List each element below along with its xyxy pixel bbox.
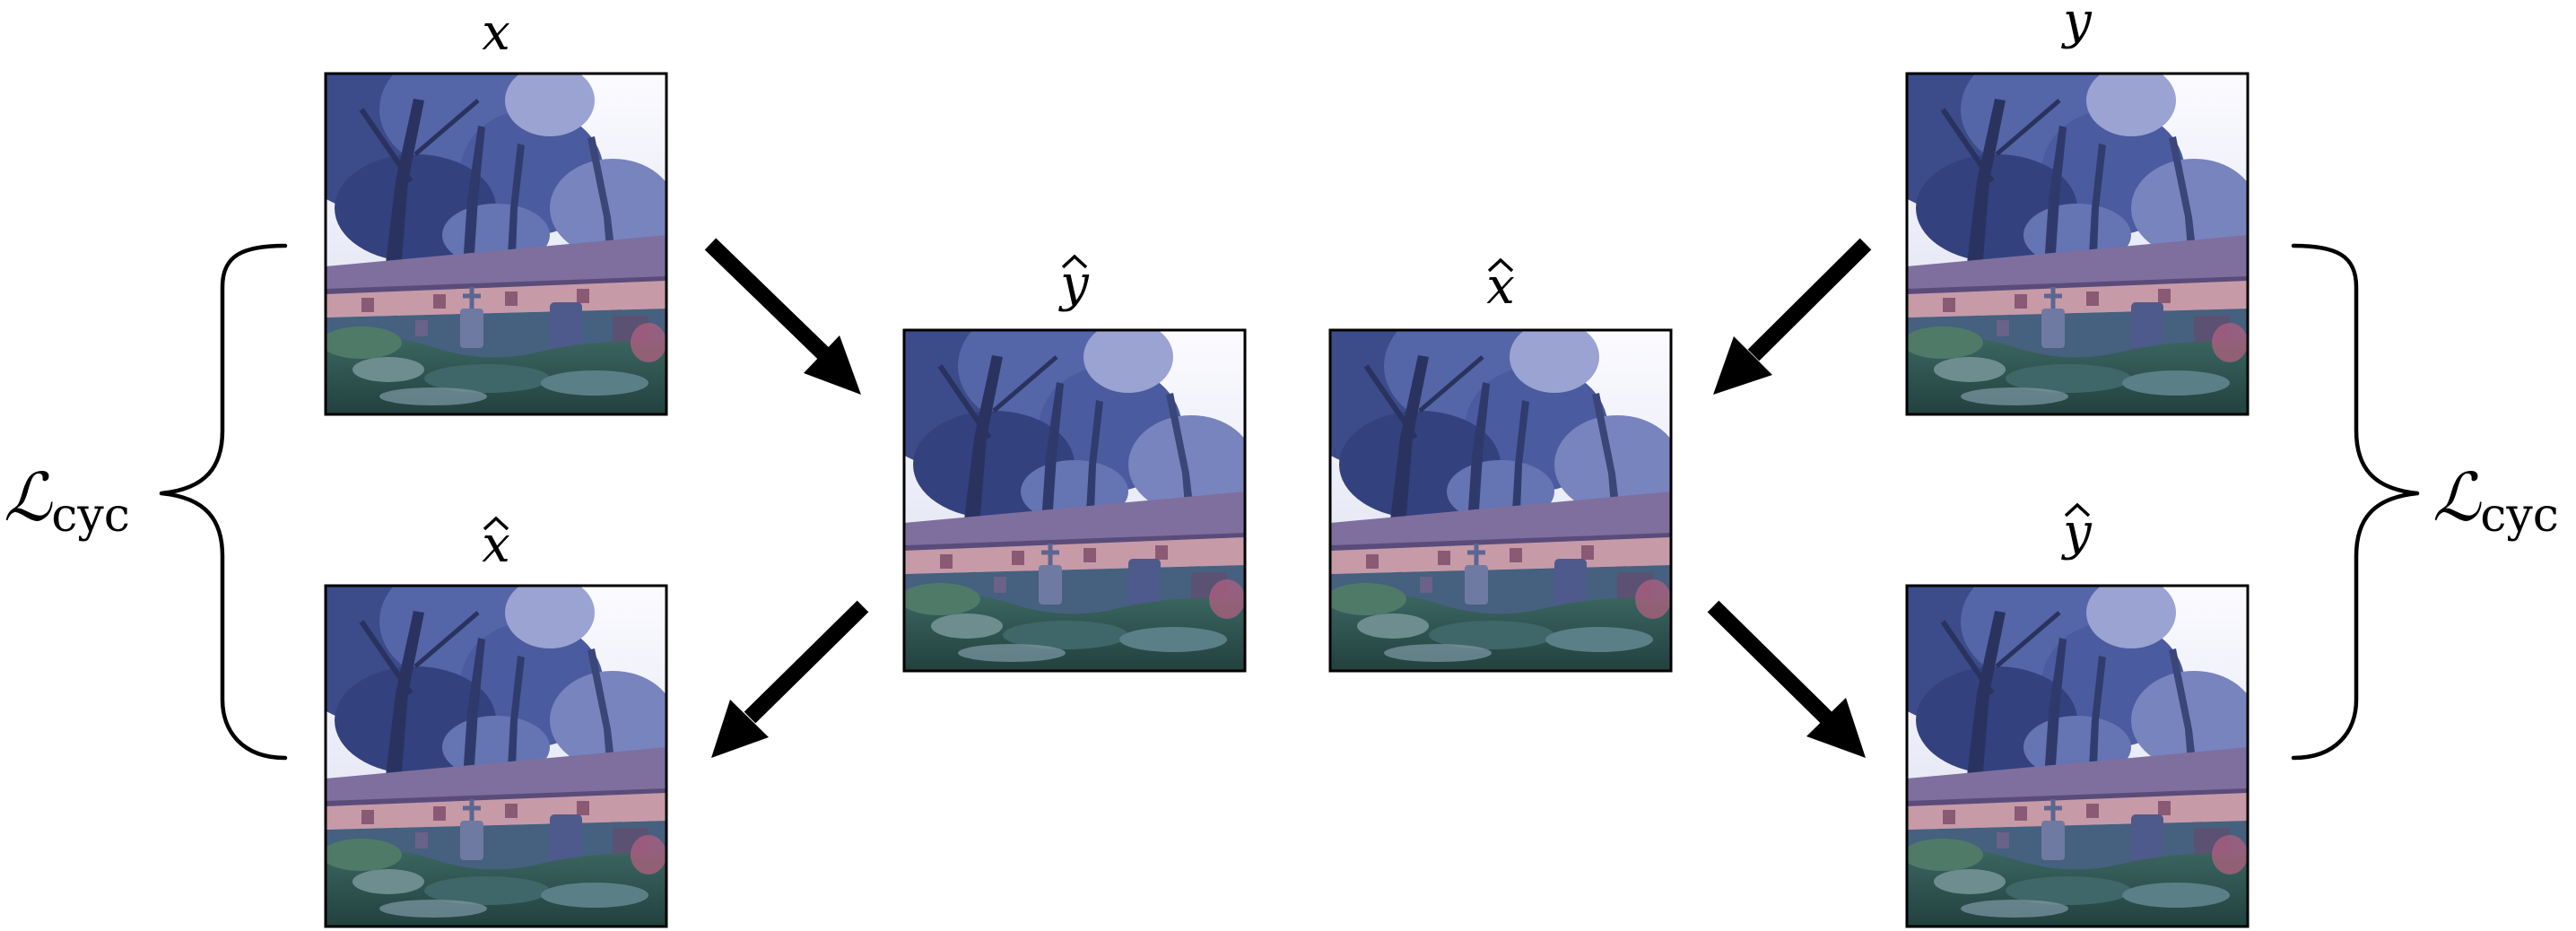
arrow-x-to-yhat (704, 238, 861, 395)
label-text: y (2060, 503, 2093, 561)
label-y-input: y (2060, 0, 2093, 50)
label-text: y (1057, 255, 1090, 313)
loss-symbol: ℒ (2432, 459, 2482, 536)
brace-right (2293, 246, 2417, 758)
tile-y-reconstruction (1862, 554, 2257, 927)
label-text: x (482, 4, 510, 62)
label-x-input: x (482, 4, 510, 62)
tile-y-translated (859, 299, 1254, 671)
hat-accent (2064, 502, 2091, 518)
svg-text:ℒcyc: ℒcyc (4, 459, 130, 543)
label-text: y (2060, 0, 2093, 50)
label-text: x (482, 516, 510, 574)
label-text: x (1486, 257, 1515, 316)
arrow-y-to-xhat (1713, 238, 1872, 395)
label-x-translated: x (1486, 257, 1515, 316)
label-y-reconstruction: y (2060, 502, 2093, 561)
hat-accent (1487, 257, 1514, 273)
arrow-xhat-to-yhat (1707, 600, 1866, 758)
svg-text:ℒcyc: ℒcyc (2432, 459, 2559, 543)
loss-symbol: ℒ (4, 459, 53, 536)
tile-x-reconstruction (281, 554, 675, 927)
brace-left (161, 246, 285, 758)
tile-x-translated (1285, 299, 1680, 671)
loss-subscript: cyc (2480, 489, 2559, 543)
label-y-translated: y (1057, 254, 1090, 313)
label-x-reconstruction: x (482, 516, 510, 574)
tile-x-input (281, 42, 675, 414)
tile-y-input (1862, 42, 2257, 414)
loss-subscript: cyc (51, 489, 130, 543)
arrow-yhat-to-xhat (711, 600, 869, 758)
hat-accent (483, 516, 509, 531)
loss-label-right: ℒcyc (2432, 459, 2559, 543)
loss-label-left: ℒcyc (4, 459, 130, 543)
hat-accent (1061, 254, 1088, 269)
